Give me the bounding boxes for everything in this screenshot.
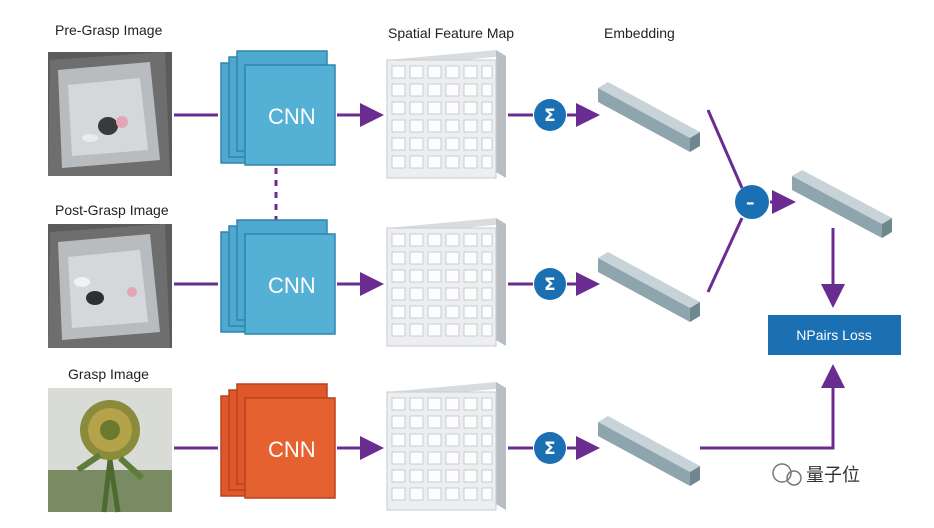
embedding-difference	[792, 170, 892, 238]
sum-operator-pre: Σ	[534, 99, 566, 131]
feature-map-pre	[386, 50, 506, 179]
embedding-grasp	[598, 416, 700, 486]
pre-grasp-label: Pre-Grasp Image	[55, 22, 163, 38]
sum-operator-grasp: Σ	[534, 432, 566, 464]
cnn-block-post: CNN	[220, 219, 336, 335]
sum-operator-post: Σ	[534, 268, 566, 300]
grasp-image	[48, 388, 172, 513]
watermark-text: 量子位	[806, 465, 860, 486]
minus-operator: –	[735, 185, 769, 219]
feature-map-post	[386, 218, 506, 347]
cnn-label-grasp: CNN	[268, 437, 316, 462]
cnn-label-post: CNN	[268, 273, 316, 298]
feature-map-grasp	[386, 382, 506, 511]
cnn-block-grasp: CNN	[220, 383, 336, 499]
spatial-feature-map-label: Spatial Feature Map	[388, 25, 514, 41]
grasp-label: Grasp Image	[68, 366, 149, 382]
cnn-block-pre: CNN	[220, 50, 336, 166]
embedding-pre	[598, 82, 700, 152]
cnn-label-pre: CNN	[268, 104, 316, 129]
embedding-label: Embedding	[604, 25, 675, 41]
watermark: 量子位	[772, 463, 860, 486]
embedding-post	[598, 252, 700, 322]
pre-grasp-image	[48, 52, 172, 176]
sum-symbol-post: Σ	[544, 275, 556, 295]
sum-symbol-grasp: Σ	[544, 439, 556, 459]
npairs-loss-label: NPairs Loss	[796, 327, 871, 343]
sum-symbol-pre: Σ	[544, 106, 556, 126]
minus-symbol: –	[746, 193, 755, 213]
post-grasp-label: Post-Grasp Image	[55, 202, 169, 218]
npairs-loss-box: NPairs Loss	[768, 315, 901, 355]
post-grasp-image	[48, 224, 172, 348]
